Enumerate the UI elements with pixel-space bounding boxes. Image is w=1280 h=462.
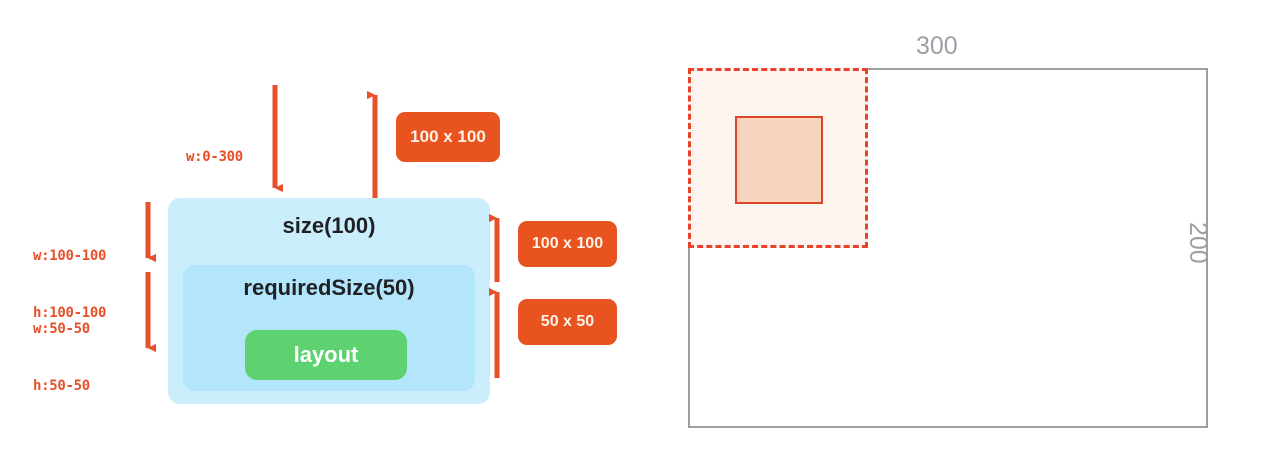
canvas-width-label: 300 bbox=[916, 32, 958, 60]
badge-layout-measured: 50 x 50 bbox=[518, 299, 617, 345]
required-size-box-label: requiredSize(50) bbox=[243, 275, 415, 300]
badge-layout-measured-label: 50 x 50 bbox=[540, 313, 595, 330]
badge-result-size-label: 100 x 100 bbox=[410, 127, 486, 146]
layout-node-label: layout bbox=[293, 342, 359, 367]
constraint-to-required-size-height: h:100-100 bbox=[33, 305, 107, 321]
badge-result-size: 100 x 100 bbox=[396, 112, 500, 162]
laid-out-element-square bbox=[735, 116, 823, 204]
size-box-label: size(100) bbox=[282, 213, 376, 238]
layout-node: layout bbox=[245, 330, 407, 380]
constraint-to-required-size: w:100-100 h:100-100 bbox=[33, 209, 106, 361]
constraint-to-layout-height: h:50-50 bbox=[33, 378, 90, 394]
badge-size-measured-label: 100 x 100 bbox=[531, 235, 604, 252]
badge-size-measured: 100 x 100 bbox=[518, 221, 617, 267]
constraint-to-layout-width: w:50-50 bbox=[33, 321, 90, 337]
constraint-to-required-size-width: w:100-100 bbox=[33, 248, 107, 264]
constraint-to-layout: w:50-50 h:50-50 bbox=[33, 282, 90, 434]
canvas-height-label: 200 bbox=[1184, 222, 1212, 264]
constraint-incoming-width: w:0-300 bbox=[186, 149, 243, 165]
